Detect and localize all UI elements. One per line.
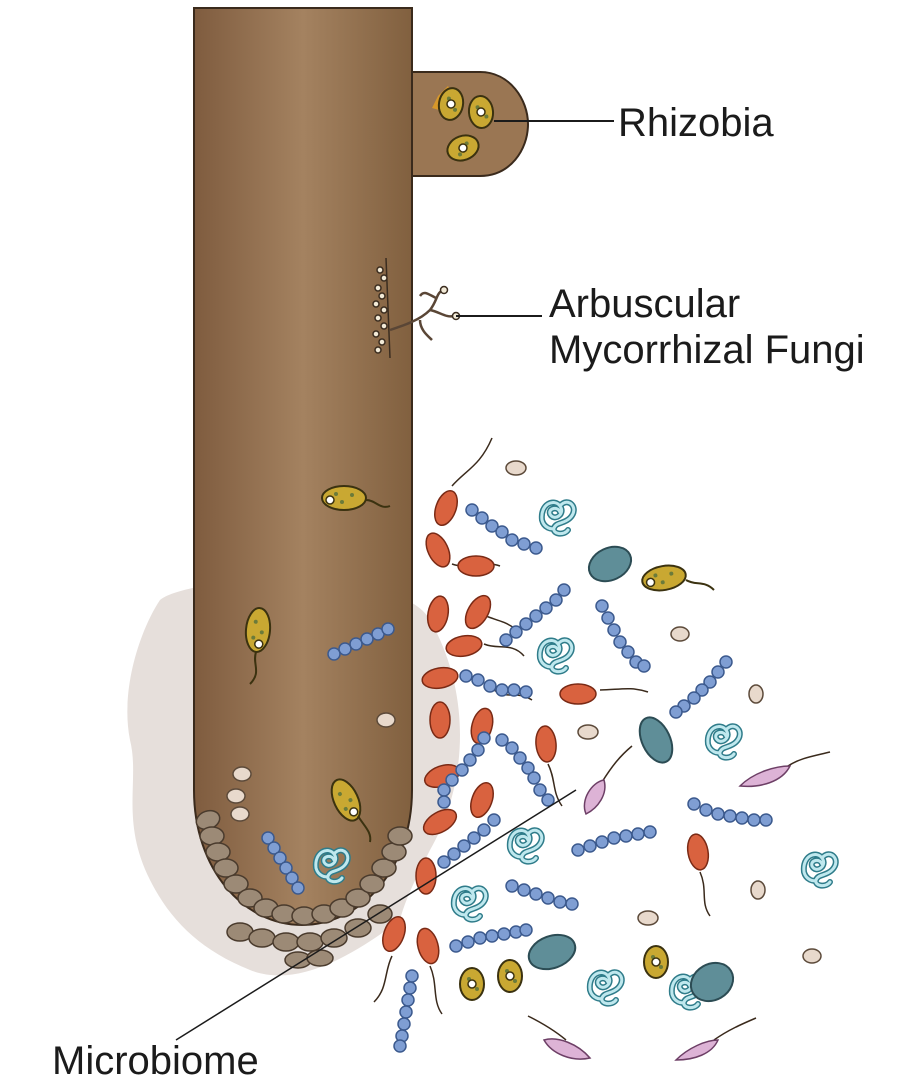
root-nodule bbox=[412, 72, 528, 176]
ellipsoid-cells bbox=[524, 540, 740, 1008]
root bbox=[194, 8, 412, 925]
label-microbiome: Microbiome bbox=[52, 1038, 259, 1084]
label-arbuscular-mycorrhizal-fungi: Arbuscular Mycorrhizal Fungi bbox=[549, 281, 865, 373]
label-amf-line1: Arbuscular bbox=[549, 281, 865, 327]
spores bbox=[506, 461, 821, 963]
label-rhizobia: Rhizobia bbox=[618, 100, 774, 146]
label-amf-line2: Mycorrhizal Fungi bbox=[549, 327, 865, 373]
